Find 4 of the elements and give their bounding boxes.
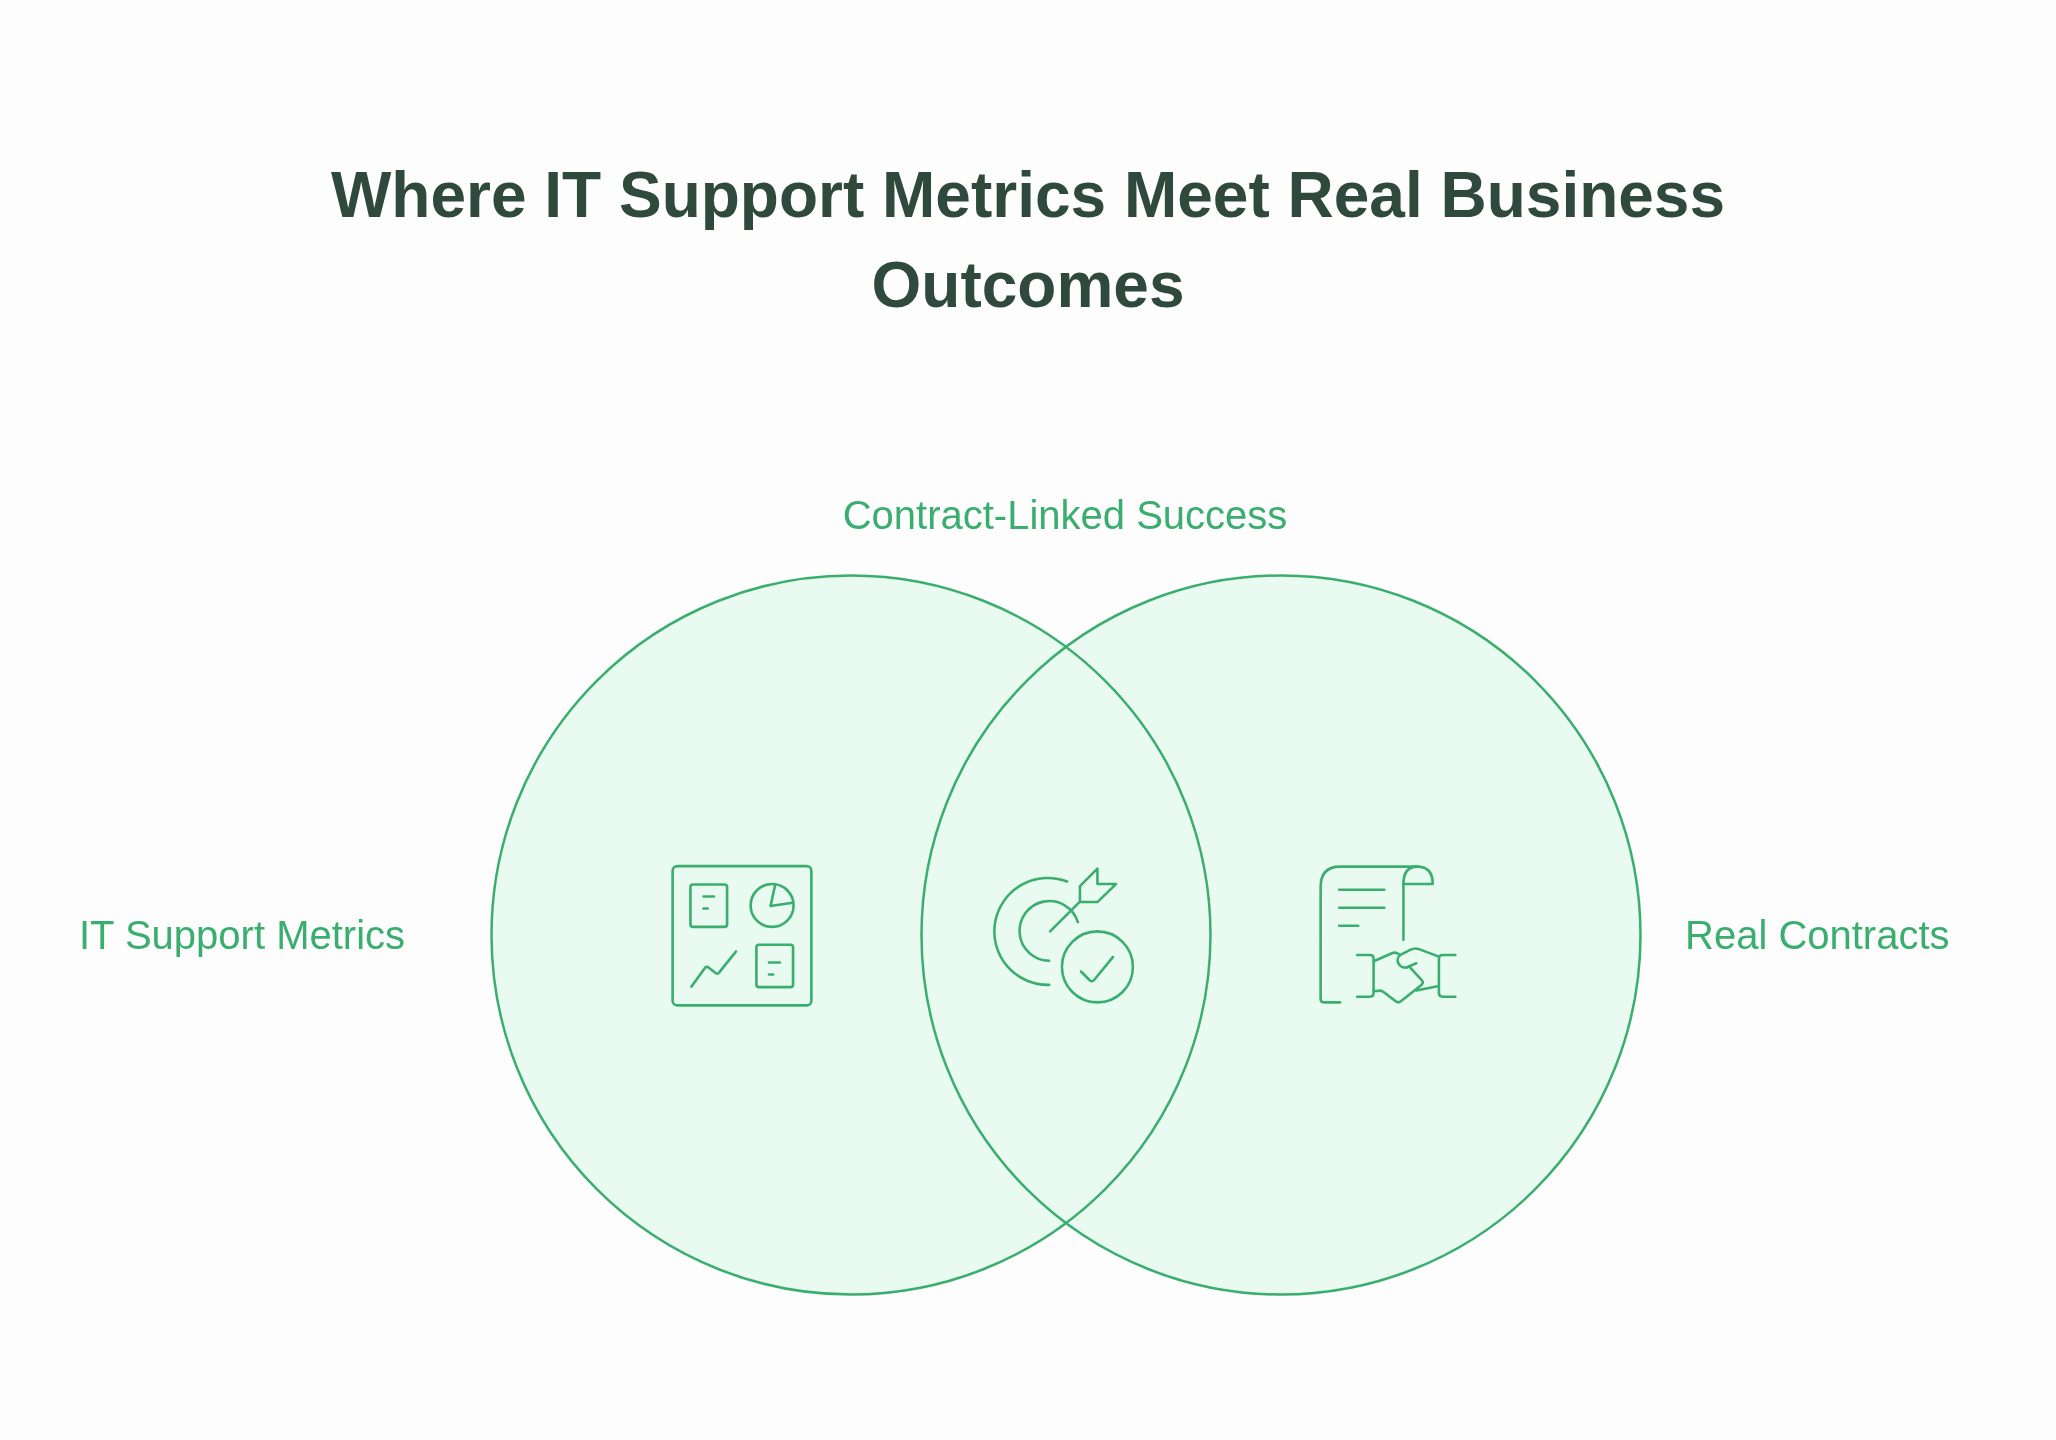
circle-label: Real Contracts — [1685, 912, 1950, 959]
circle-label: IT Support Metrics — [79, 912, 406, 959]
title: Where IT Support Metrics Meet Real Business Outcomes — [329, 158, 1727, 323]
overlap-label: Contract-Linked Success — [841, 492, 1289, 539]
